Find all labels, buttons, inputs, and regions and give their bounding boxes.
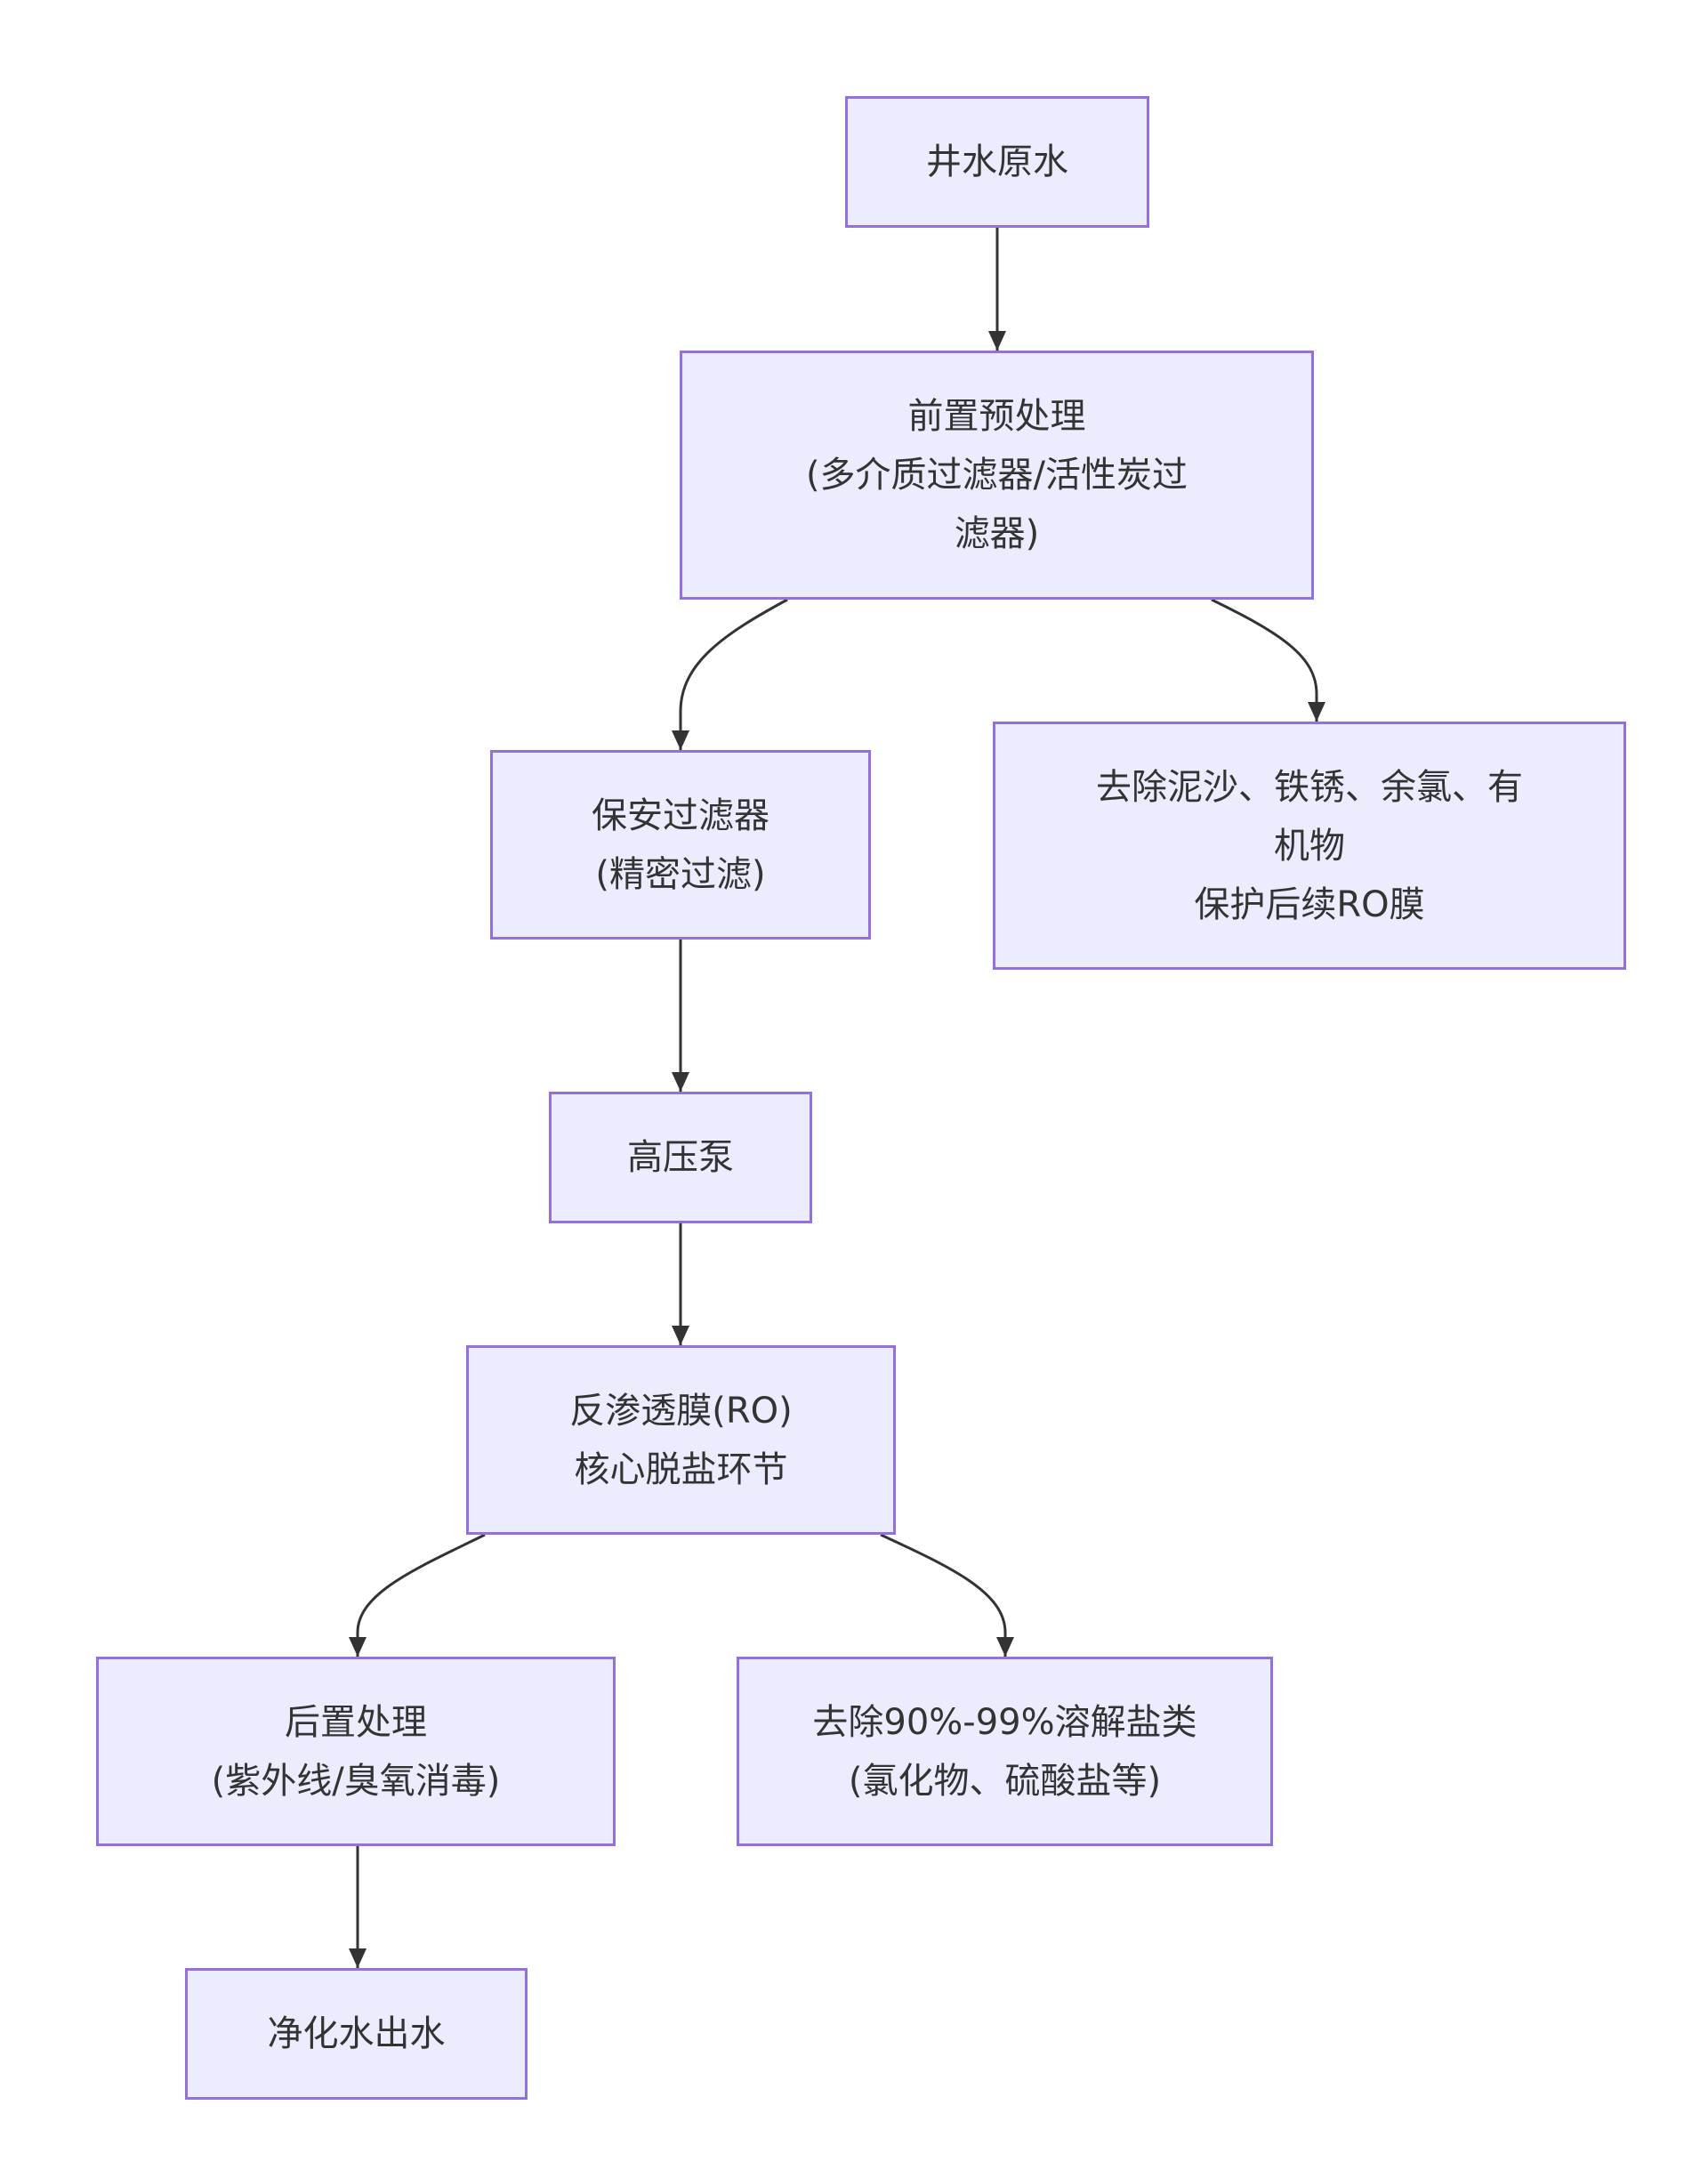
node-label-line: (多介质过滤器/活性炭过 [805, 455, 1188, 496]
edge-security-filter-to-pump [672, 940, 689, 1092]
edge-well-to-pretreatment [988, 228, 1006, 351]
node-ro-note: 去除90%-99%溶解盐类 (氯化物、硫酸盐等) [737, 1657, 1273, 1846]
edge-pump-to-ro [672, 1223, 689, 1345]
node-label-line: 前置预处理 [907, 396, 1086, 437]
node-label-line: 高压泵 [627, 1137, 734, 1178]
node-label-line: 核心脱盐环节 [574, 1448, 788, 1490]
edge-pretreatment-to-note [1211, 598, 1325, 722]
node-label-line: 滤器) [954, 513, 1040, 554]
node-label-line: 去除泥沙、铁锈、余氯、有 [1096, 766, 1523, 808]
node-label-line: 净化水出水 [267, 2013, 446, 2054]
node-well-water: 井水原水 [845, 96, 1149, 228]
node-security-filter: 保安过滤器 (精密过滤) [490, 750, 871, 940]
node-label-line: 保安过滤器 [592, 795, 769, 836]
node-label-line: 去除90%-99%溶解盐类 [812, 1701, 1197, 1743]
node-high-pressure-pump: 高压泵 [549, 1092, 812, 1223]
edge-post-treatment-to-output [349, 1846, 367, 1968]
node-pretreatment: 前置预处理 (多介质过滤器/活性炭过 滤器) [680, 351, 1314, 600]
node-label-line: (紫外线/臭氧消毒) [211, 1760, 501, 1802]
node-purified-output: 净化水出水 [185, 1968, 528, 2100]
node-label-line: 井水原水 [926, 141, 1068, 182]
node-reverse-osmosis: 反渗透膜(RO) 核心脱盐环节 [466, 1345, 896, 1535]
node-pretreatment-note: 去除泥沙、铁锈、余氯、有 机物 保护后续RO膜 [993, 722, 1626, 970]
node-label-line: 后置处理 [285, 1701, 427, 1743]
node-label-line: (精密过滤) [595, 853, 766, 895]
node-label-line: 保护后续RO膜 [1194, 883, 1425, 925]
edge-ro-to-post-treatment [349, 1533, 486, 1657]
node-label-line: 反渗透膜(RO) [569, 1390, 793, 1432]
node-label-line: 机物 [1274, 825, 1345, 867]
edge-pretreatment-to-security-filter [672, 598, 788, 750]
node-post-treatment: 后置处理 (紫外线/臭氧消毒) [96, 1657, 616, 1846]
node-label-line: (氯化物、硫酸盐等) [848, 1760, 1162, 1802]
edge-ro-to-note [880, 1533, 1014, 1657]
